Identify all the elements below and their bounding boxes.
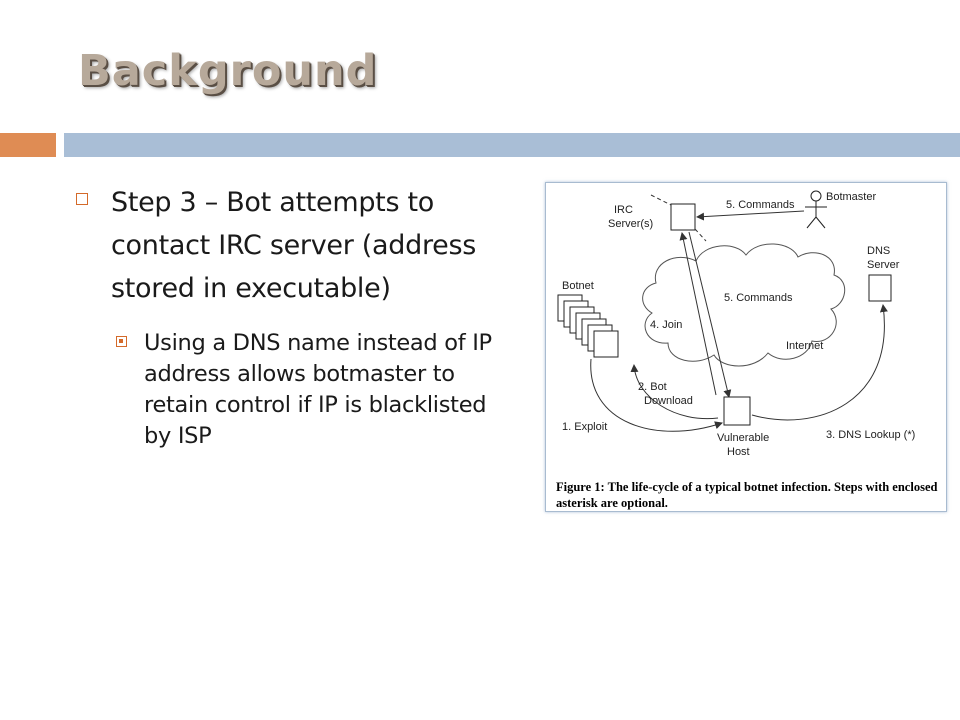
vulnerable-host-box — [723, 396, 751, 426]
irc-server-box — [670, 203, 696, 231]
figure-caption: Figure 1: The life-cycle of a typical bo… — [556, 480, 938, 510]
dns-lookup-label: 3. DNS Lookup (*) — [826, 429, 915, 441]
bot-download-arrow — [630, 364, 719, 420]
exploit-label: 1. Exploit — [562, 421, 607, 433]
irc-server-label: IRC — [614, 204, 633, 216]
botnet-label: Botnet — [562, 280, 594, 292]
bullet-marker — [76, 193, 88, 205]
botnet-lifecycle-figure: IRC Server(s) Botmaster 5. Commands DNS … — [545, 182, 947, 512]
dns-lookup-arrow — [751, 304, 888, 421]
bot-download-label: 2. Bot — [638, 381, 667, 393]
sub-bullet-marker — [116, 336, 127, 347]
commands-top-label: 5. Commands — [726, 199, 795, 211]
vulnerable-host-label-2: Host — [727, 446, 750, 458]
title-accent-bar — [0, 133, 56, 157]
dns-server-label-2: Server — [867, 259, 900, 271]
sub-bullet-text: Using a DNS name instead of IP address a… — [144, 330, 492, 449]
dns-server-box — [868, 274, 892, 302]
dashed-link — [694, 228, 707, 242]
exploit-arrow — [590, 358, 723, 432]
internet-label: Internet — [786, 340, 823, 352]
commands-mid-label: 5. Commands — [724, 292, 793, 304]
bullet-level-1: Step 3 – Bot attempts to contact IRC ser… — [76, 181, 516, 310]
title-rule-bar — [64, 133, 960, 157]
bullet-text: Step 3 – Bot attempts to contact IRC ser… — [111, 187, 476, 304]
botmaster-label: Botmaster — [826, 191, 876, 203]
botmaster-icon — [805, 190, 827, 229]
slide-title: Background — [78, 46, 378, 96]
commands-arrow-top — [696, 210, 805, 221]
join-arrow — [679, 232, 717, 396]
bullet-level-2: Using a DNS name instead of IP address a… — [116, 328, 516, 452]
dns-server-label: DNS — [867, 245, 890, 257]
internet-cloud — [642, 243, 845, 367]
botnet-hosts — [557, 294, 619, 358]
irc-server-label-2: Server(s) — [608, 218, 653, 230]
commands-arrow-mid — [688, 231, 732, 398]
botnet-diagram: IRC Server(s) Botmaster 5. Commands DNS … — [557, 190, 915, 458]
bot-download-label-2: Download — [644, 395, 693, 407]
vulnerable-host-label: Vulnerable — [717, 432, 769, 444]
join-label: 4. Join — [650, 319, 682, 331]
dashed-link — [650, 194, 672, 206]
